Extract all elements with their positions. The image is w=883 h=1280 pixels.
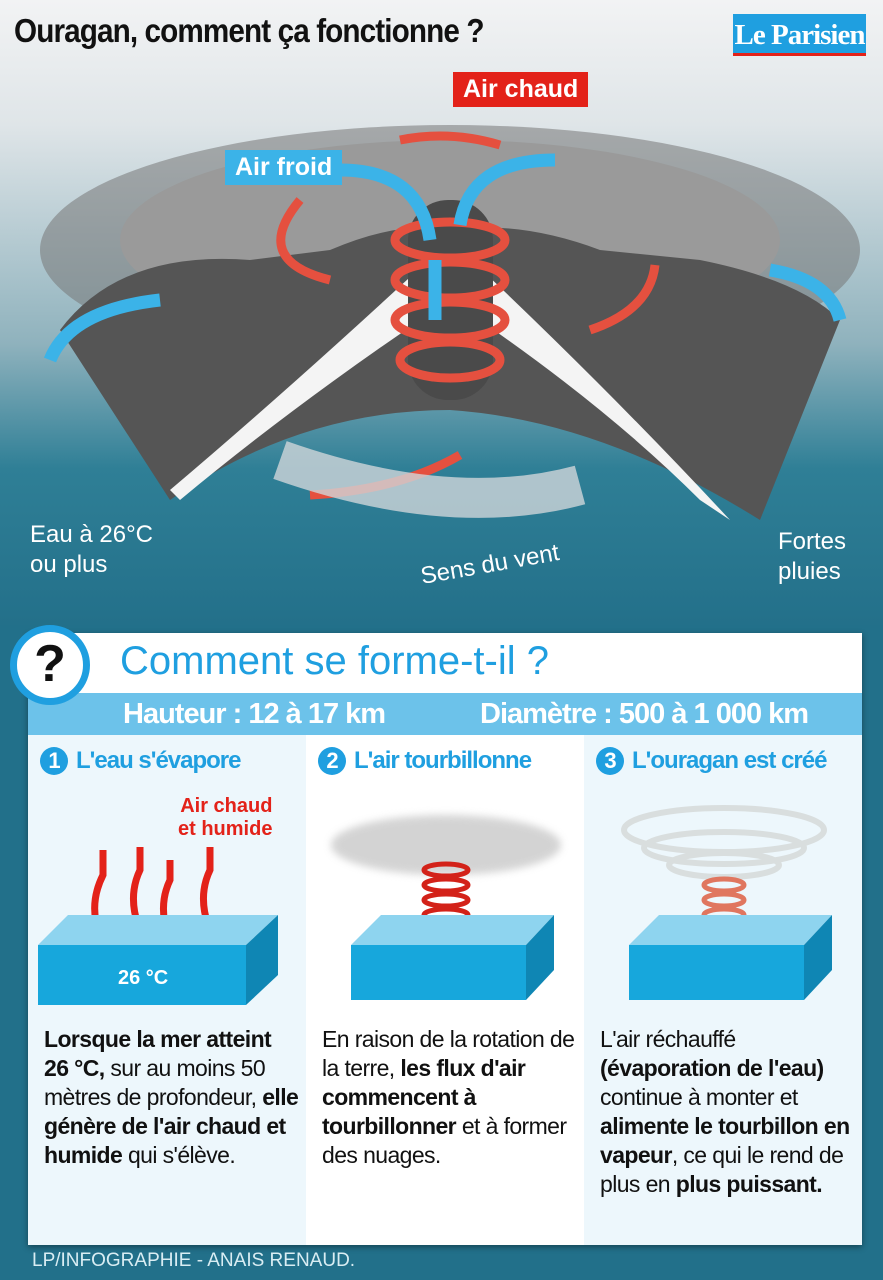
le-parisien-logo[interactable]: Le Parisien (733, 14, 866, 56)
bold-text: alimente le tourbillon en vapeur (600, 1113, 850, 1168)
bold-text: plus puissant. (675, 1171, 823, 1197)
text: L'air réchauffé (600, 1026, 736, 1052)
dimensions-band: Hauteur : 12 à 17 km Diamètre : 500 à 1 … (28, 693, 862, 735)
step-title: L'ouragan est créé (632, 747, 827, 774)
step-text: L'air réchauffé (évaporation de l'eau) c… (600, 1025, 855, 1199)
bold-text: (évaporation de l'eau) (600, 1055, 824, 1081)
step-text: En raison de la rotation de la terre, le… (322, 1025, 577, 1170)
bold-text: les flux d'air commencent à tourbillonne… (322, 1055, 526, 1139)
bold-text: elle génère de l'air chaud et humide (44, 1084, 299, 1168)
step-number: 1 (40, 747, 68, 775)
wind-direction-arrow (273, 441, 586, 518)
hauteur-text: Hauteur : 12 à 17 km (123, 698, 386, 730)
hurricane-diagram: Ouragan, comment ça fonctionne ? Le Pari… (0, 0, 883, 625)
temperature-label: 26 °C (118, 967, 169, 989)
step-title: L'air tourbillonne (354, 747, 532, 774)
step-number: 3 (596, 747, 624, 775)
diametre-text: Diamètre : 500 à 1 000 km (480, 698, 809, 730)
formation-panel: Comment se forme-t-il ? Hauteur : 12 à 1… (10, 625, 862, 1245)
cold-air-arrows (43, 153, 847, 363)
hurricane-illustration (40, 125, 860, 520)
text: En raison de la rotation de la terre, (322, 1026, 575, 1081)
step-title: L'eau s'évapore (76, 747, 241, 774)
panel-title: Comment se forme-t-il ? (120, 639, 549, 683)
air-chaud-label: Air chaud (453, 72, 589, 107)
credit-text: LP/INFOGRAPHIE - ANAIS RENAUD. (32, 1250, 356, 1271)
air-froid-label: Air froid (225, 150, 343, 185)
bold-text: Lorsque la mer atteint 26 °C, (44, 1026, 272, 1081)
step-3: 3 L'ouragan est créé L'air réchauffé (éva… (584, 735, 862, 1245)
step-text: Lorsque la mer atteint 26 °C, sur au moi… (44, 1025, 299, 1170)
step-number: 2 (318, 747, 346, 775)
hurricane-created-illustration (621, 805, 832, 1000)
text: et à former des nuages. (322, 1113, 567, 1168)
text: qui s'élève. (122, 1142, 236, 1168)
swirl-illustration (331, 815, 561, 1000)
step-2: 2 L'air tourbillonne En raison de la rota… (306, 735, 584, 1245)
text: sur au moins 50 mètres de profondeur, (44, 1055, 266, 1110)
text: , ce qui le rend de plus en (600, 1142, 844, 1197)
page-title: Ouragan, comment ça fonctionne ? (14, 12, 484, 49)
evaporation-illustration (38, 847, 278, 1005)
text: continue à monter et (600, 1084, 798, 1110)
question-icon: ? (10, 625, 90, 705)
